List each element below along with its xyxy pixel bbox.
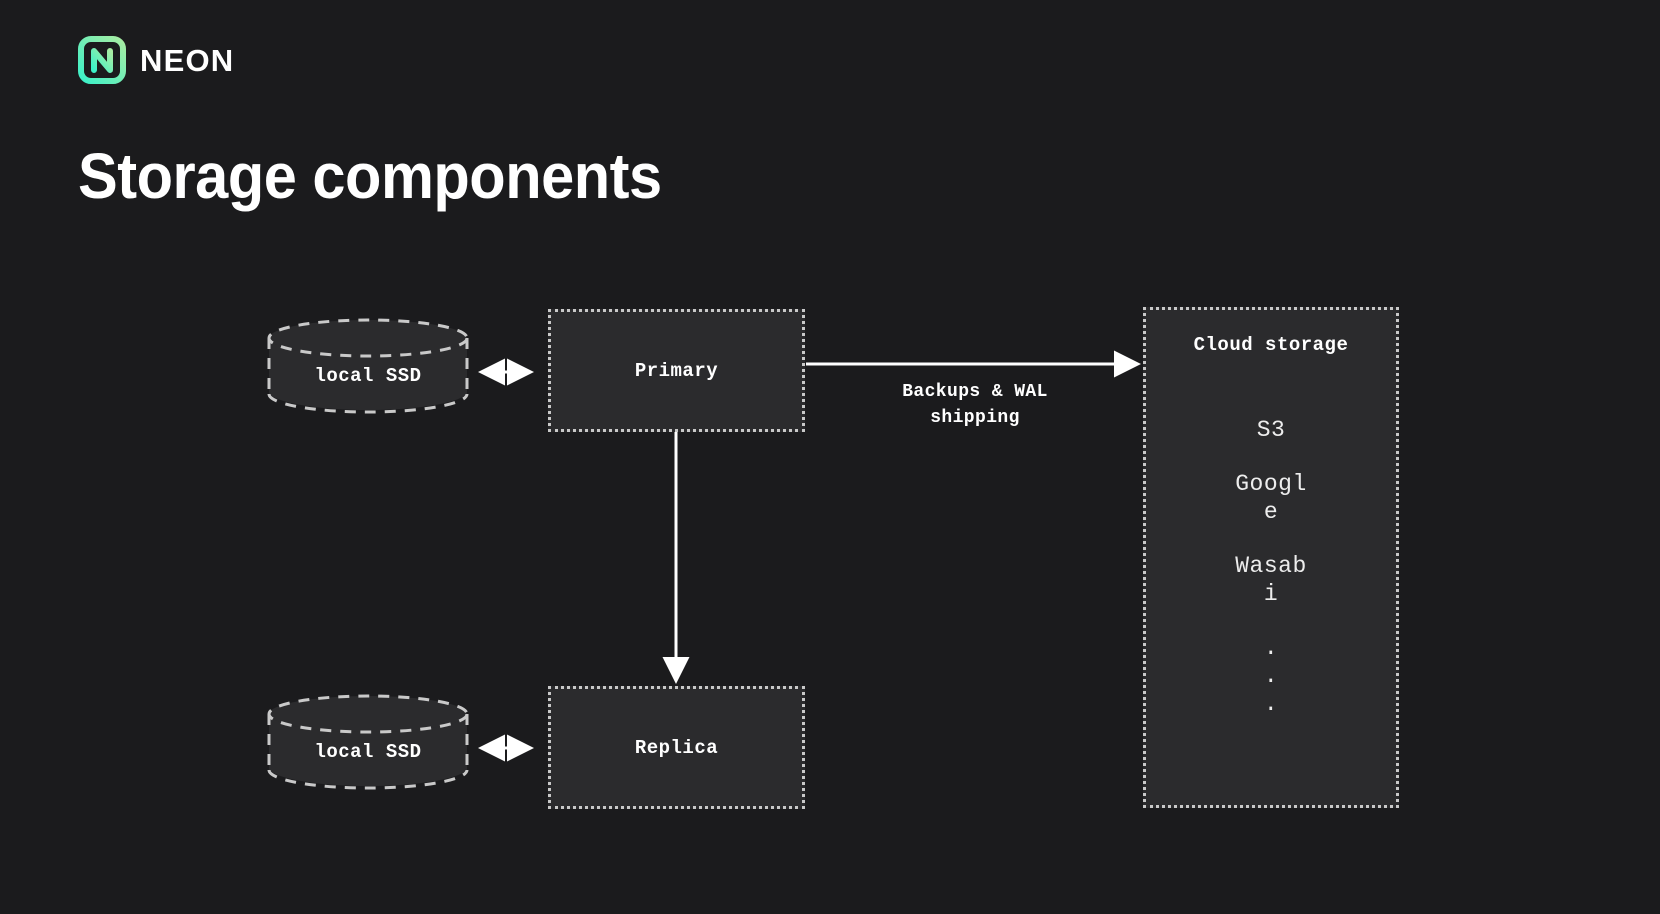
cylinder-shape-icon	[267, 694, 469, 790]
node-label: Cloud storage	[1193, 334, 1349, 356]
node-local-ssd-primary[interactable]: local SSD	[266, 318, 470, 414]
ellipsis-dot: .	[1263, 635, 1279, 662]
page-title: Storage components	[78, 140, 662, 212]
edge-label-line-2: shipping	[930, 408, 1020, 429]
ellipsis-dot: .	[1263, 691, 1279, 718]
node-local-ssd-replica[interactable]: local SSD	[266, 694, 470, 790]
cloud-storage-provider-list: S3 Google Wasabi . . .	[1232, 416, 1310, 718]
neon-logo-icon	[78, 36, 126, 84]
cloud-provider-item: S3	[1256, 417, 1286, 443]
brand-header: NEON	[78, 36, 234, 84]
cloud-provider-item: Wasabi	[1235, 553, 1307, 608]
node-label: local SSD	[314, 740, 422, 763]
node-cloud-storage[interactable]: Cloud storage S3 Google Wasabi . . .	[1143, 307, 1399, 808]
ellipsis-dot: .	[1263, 663, 1279, 690]
cylinder-shape-icon	[267, 318, 469, 414]
cloud-provider-ellipsis: . . .	[1232, 634, 1310, 718]
node-label: local SSD	[314, 364, 422, 387]
node-replica[interactable]: Replica	[548, 686, 805, 809]
edge-label-backups-wal: Backups & WAL shipping	[860, 379, 1090, 431]
node-label: Replica	[634, 736, 719, 759]
node-label: Primary	[634, 359, 719, 382]
cloud-provider-item: Google	[1235, 471, 1307, 526]
brand-name: NEON	[140, 42, 235, 78]
node-primary[interactable]: Primary	[548, 309, 805, 432]
edge-label-line-1: Backups & WAL	[902, 382, 1048, 402]
